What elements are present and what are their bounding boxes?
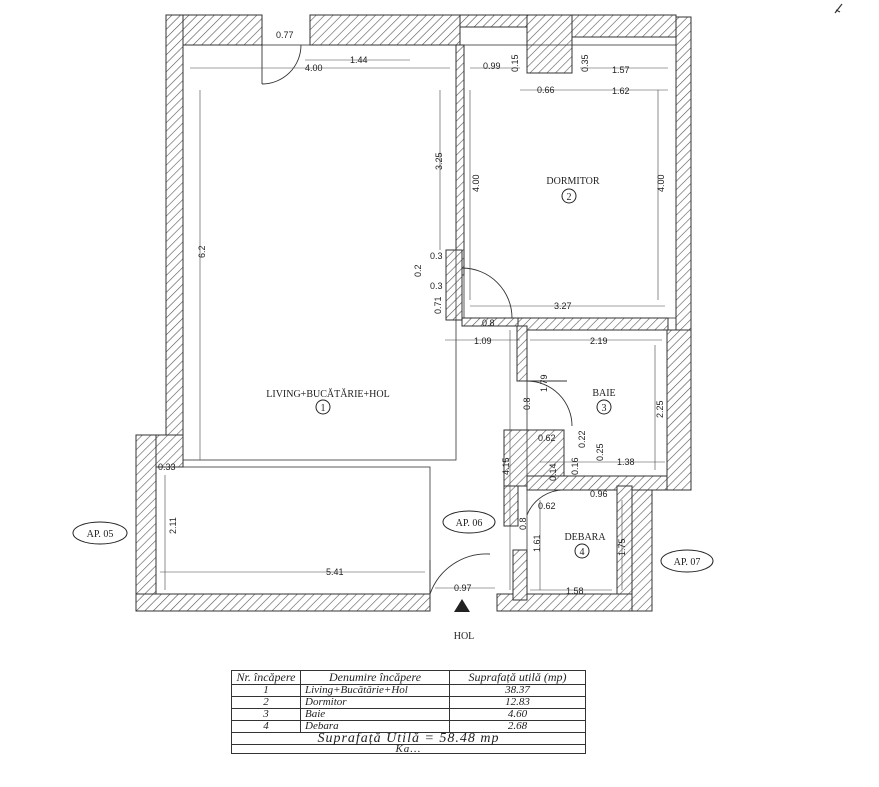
legend-header-name: Denumire încăpere: [300, 670, 450, 685]
dim-6-2: 6.2: [197, 245, 207, 258]
table-row: 3 Baie 4.60: [231, 708, 586, 721]
room-number-circle-living: [315, 399, 331, 415]
dimension-lines: [160, 59, 668, 591]
legend-partial-row: Ka...: [231, 744, 586, 755]
dim-5-41: 5.41: [326, 567, 344, 577]
dim-0-22: 0.22: [577, 430, 587, 448]
dim-0-97: 0.97: [454, 583, 472, 593]
tag-ap05: AP. 05: [87, 529, 114, 540]
area-legend-table: Nr. încăpere Denumire încăpere Suprafață…: [231, 670, 586, 755]
room-number-circle-dormitor: [561, 188, 577, 204]
legend-nr: 4: [231, 720, 301, 733]
legend-header-nr: Nr. încăpere: [231, 670, 301, 685]
dim-1-38: 1.38: [617, 457, 635, 467]
walls: [135, 14, 692, 612]
dim-2-25: 2.25: [655, 400, 665, 418]
room-number-baie: 3: [602, 403, 607, 414]
entrance-arrow-icon: [454, 599, 470, 612]
legend-total: Suprafață Utilă = 58.48 mp: [231, 732, 586, 746]
dim-4-00-left-bedroom: 4.00: [471, 174, 481, 192]
legend-partial: Ka...: [231, 744, 586, 755]
dim-0-62-b: 0.62: [538, 501, 556, 511]
dim-0-99: 0.99: [483, 61, 501, 71]
dim-3-25: 3.25: [434, 152, 444, 170]
dim-0-3-b: 0.3: [430, 281, 443, 291]
dim-1-58: 1.58: [566, 586, 584, 596]
dim-1-79: 1.79: [539, 374, 549, 392]
legend-header-area: Suprafață utilă (mp): [449, 670, 586, 685]
room-name-baie: BAIE: [592, 388, 615, 399]
legend-name: Baie: [300, 708, 450, 721]
dim-2-19: 2.19: [590, 336, 608, 346]
dim-4-00-top: 4.00: [305, 63, 323, 73]
room-number-living: 1: [321, 403, 326, 414]
room-name-debara: DEBARA: [564, 532, 606, 543]
legend-nr: 1: [231, 684, 301, 697]
legend-nr: 2: [231, 696, 301, 709]
room-number-circle-baie: [596, 399, 612, 415]
tag-oval-ap07: [660, 549, 714, 573]
legend-area: 12.83: [449, 696, 586, 709]
dim-1-62-top: 1.62: [612, 86, 630, 96]
dim-0-77: 0.77: [276, 30, 294, 40]
dim-0-33: 0.33: [158, 462, 176, 472]
dim-0-25: 0.25: [595, 443, 605, 461]
legend-nr: 3: [231, 708, 301, 721]
dim-0-71: 0.71: [433, 296, 443, 314]
legend-area: 38.37: [449, 684, 586, 697]
dim-0-66: 0.66: [537, 85, 555, 95]
room-outlines: [155, 44, 677, 595]
room-number-circle-debara: [574, 543, 590, 559]
dim-2-11: 2.11: [168, 517, 178, 534]
dim-0-96: 0.96: [590, 489, 608, 499]
dim-3-27: 3.27: [554, 301, 572, 311]
dim-4-00-right-bedroom: 4.00: [656, 174, 666, 192]
dim-1-09: 1.09: [474, 336, 492, 346]
dim-0-2: 0.2: [413, 264, 423, 277]
room-name-living: LIVING+BUCĂTĂRIE+HOL: [266, 388, 390, 400]
room-name-dormitor: DORMITOR: [546, 176, 599, 187]
dim-1-44: 1.44: [350, 55, 368, 65]
dim-0-8-b: 0.8: [522, 397, 532, 410]
room-number-debara: 4: [580, 547, 585, 558]
dim-0-62-a: 0.62: [538, 433, 556, 443]
dim-0-8-c: 0.8: [518, 517, 528, 530]
doors: [261, 44, 573, 595]
legend-area: 4.60: [449, 708, 586, 721]
dim-0-35: 0.35: [580, 54, 590, 72]
dim-1-57: 1.57: [612, 65, 630, 75]
table-row: 2 Dormitor 12.83: [231, 696, 586, 709]
dim-1-61: 1.61: [532, 534, 542, 552]
legend-name: Living+Bucătărie+Hol: [300, 684, 450, 697]
dim-0-8-a: 0.8: [482, 318, 495, 328]
pen-mark-icon: [834, 3, 843, 14]
room-number-dormitor: 2: [567, 192, 572, 203]
legend-name: Dormitor: [300, 696, 450, 709]
tag-ap06: AP. 06: [456, 518, 483, 529]
dimension-labels: 0.77 1.44 4.00 0.99 0.15 0.35 1.57 0.66 …: [158, 30, 666, 596]
dim-0-16: 0.16: [570, 457, 580, 475]
tag-hol: HOL: [454, 631, 475, 642]
dim-0-3-a: 0.3: [430, 251, 443, 261]
dim-0-15: 0.15: [510, 54, 520, 72]
dim-1-75: 1.75: [617, 538, 627, 556]
legend-total-row: Suprafață Utilă = 58.48 mp: [231, 732, 586, 746]
dim-4-15: 4.15: [501, 457, 511, 475]
tag-ap07: AP. 07: [674, 557, 701, 568]
table-row: 1 Living+Bucătărie+Hol 38.37: [231, 684, 586, 697]
tag-oval-ap05: [72, 521, 128, 545]
tag-oval-ap06: [442, 510, 496, 534]
dim-0-14: 0.14: [548, 463, 558, 481]
legend-header-row: Nr. încăpere Denumire încăpere Suprafață…: [231, 670, 586, 685]
